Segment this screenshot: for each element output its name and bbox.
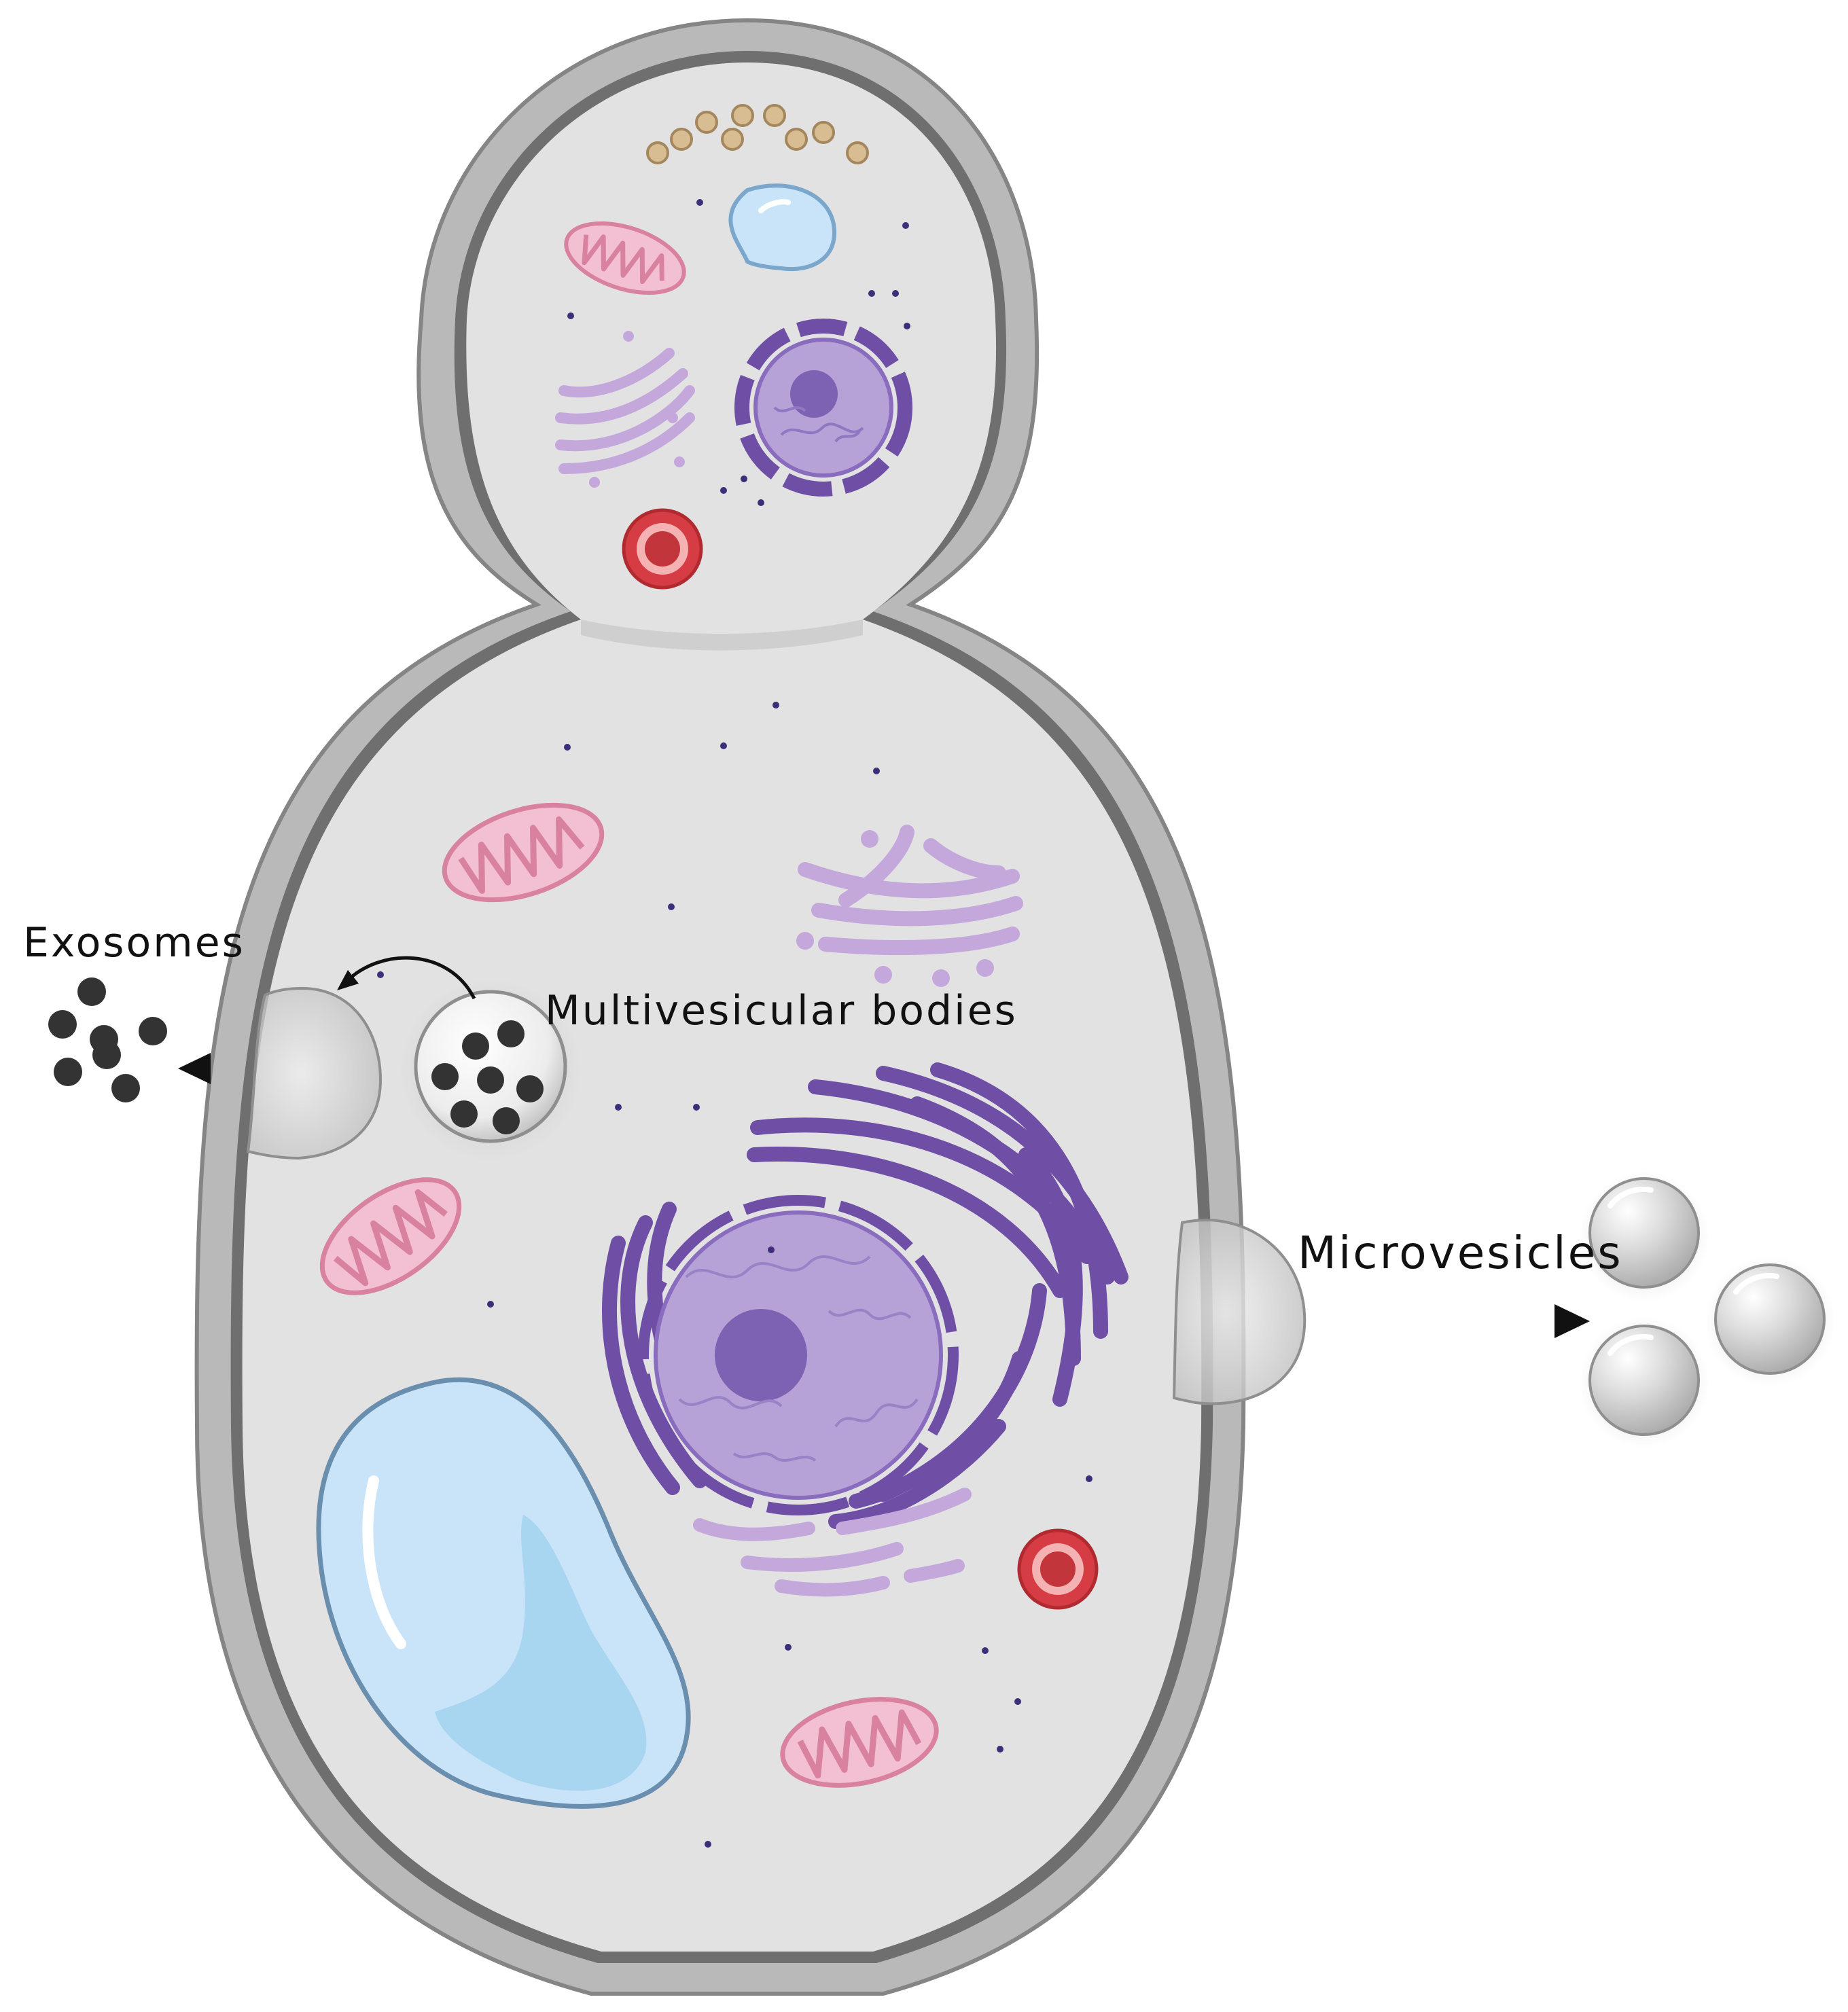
exosome-budding-pocket [246,986,383,1160]
red-body [622,508,703,590]
exosomes [48,977,167,1102]
microvesicles [1579,1171,1835,1448]
mitochondrion [442,802,605,903]
golgi-apparatus [555,331,695,488]
bud-nucleus [734,319,912,497]
er-tubules [693,1488,972,1597]
mitochondrion [319,1177,462,1295]
golgi-apparatus [796,825,1023,987]
microvesicle-budding-bleb [1172,1219,1307,1405]
multivesicular-body [399,978,582,1162]
cytoplasmic-dots [377,199,1092,1848]
vacuole [316,1377,691,1809]
granules [646,104,869,164]
mitochondrion [564,221,686,295]
label-multivesicular-bodies: Multivesicular bodies [545,987,1018,1035]
bud-neck [581,619,863,651]
curved-arrow [337,956,476,1000]
red-body [1017,1528,1099,1610]
exosome-arrow [178,1053,299,1084]
nucleus [638,1195,959,1515]
label-exosomes: Exosomes [23,919,245,967]
label-microvesicles: Microvesicles [1298,1227,1623,1279]
microvesicle-arrow [1366,1304,1590,1338]
small-vacuole [728,183,837,272]
mitochondrion [780,1697,939,1788]
